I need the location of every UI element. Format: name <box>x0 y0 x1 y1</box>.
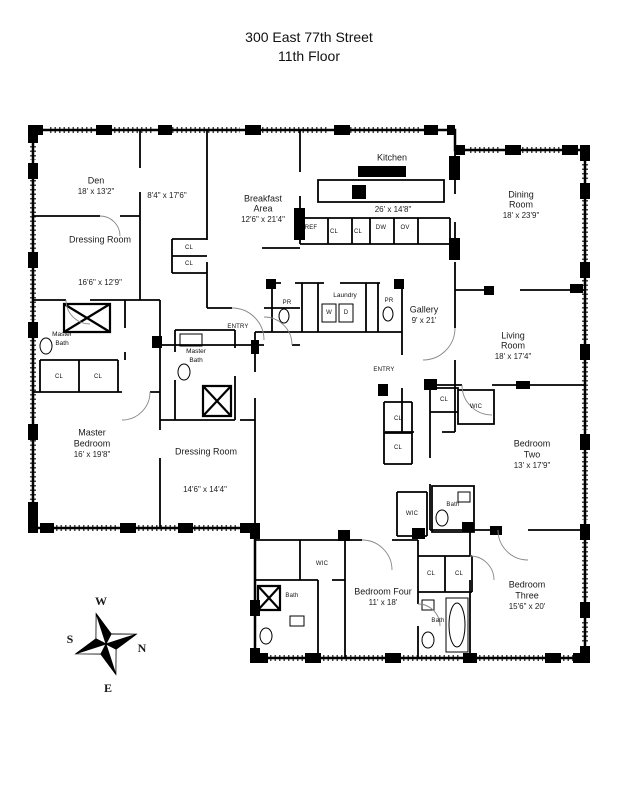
room-dims-breakfast: 12'6" x 21'4" <box>241 215 285 224</box>
room-label-living-1: Living <box>501 330 525 341</box>
label-cl-bedroom-four-2: CL <box>454 571 464 577</box>
label-cl-bedroom-two: CL <box>439 397 449 403</box>
label-washer: W <box>326 310 332 316</box>
room-dims-hall-room: 8'4" x 17'6" <box>147 191 187 200</box>
label-cl-top-1: CL <box>184 245 194 251</box>
exterior-walls <box>31 128 587 660</box>
room-dims-bedroom-two: 13' x 17'9" <box>513 461 551 470</box>
label-cl-kitchen-1: CL <box>329 229 339 235</box>
wall-columns <box>28 125 590 663</box>
label-wic-corridor: WIC <box>405 511 419 517</box>
door-swings <box>65 215 529 627</box>
room-label-master-bedroom-1: Master <box>78 427 106 438</box>
page-subtitle: 11th Floor <box>278 47 340 64</box>
label-cl-corridor-2: CL <box>393 445 403 451</box>
room-dims-master-bedroom: 16' x 19'8" <box>73 450 111 459</box>
room-dims-bedroom-four: 11' x 18' <box>368 598 398 607</box>
page-title: 300 East 77th Street <box>245 29 373 45</box>
compass-west: W <box>95 594 107 608</box>
room-label-bedroom-two-1: Bedroom <box>513 438 551 449</box>
room-dims-dining: 18' x 23'9" <box>502 211 540 220</box>
label-bath-middle: Bath <box>431 618 445 624</box>
label-cl-master-2: CL <box>93 374 103 380</box>
room-label-master-bath-left-1: Master <box>52 330 72 338</box>
window-hatching <box>30 127 588 661</box>
room-label-bedroom-three-2: Three <box>515 590 539 601</box>
label-pr-1: PR <box>282 300 292 306</box>
room-label-bedroom-two-2: Two <box>523 449 541 460</box>
room-label-living-2: Room <box>500 340 526 351</box>
room-label-dressing-upper: Dressing Room <box>68 234 132 245</box>
label-cl-bedroom-four-1: CL <box>426 571 436 577</box>
plumbing-fixtures <box>39 303 471 653</box>
label-cl-top-2: CL <box>184 261 194 267</box>
room-label-breakfast-1: Breakfast <box>243 193 283 204</box>
room-label-master-bath-center-1: Master <box>186 347 206 355</box>
room-label-kitchen: Kitchen <box>376 152 408 163</box>
label-entry-2: ENTRY <box>373 367 395 373</box>
room-dims-kitchen: 26' x 14'8" <box>374 205 412 214</box>
room-dims-dressing-upper: 16'6" x 12'9" <box>78 278 122 287</box>
label-entry-1: ENTRY <box>227 324 249 330</box>
label-wic-bedroom-two: WIC <box>469 404 483 410</box>
compass-rose <box>74 612 138 676</box>
room-label-master-bath-left-2: Bath <box>55 339 69 347</box>
room-label-master-bath-center-2: Bath <box>189 356 203 364</box>
room-label-den: Den <box>87 175 105 186</box>
label-ov: OV <box>400 225 410 231</box>
label-cl-kitchen-2: CL <box>353 229 363 235</box>
room-label-gallery: Gallery <box>409 304 439 315</box>
label-wic-left-block: WIC <box>315 561 329 567</box>
interior-walls <box>33 130 585 658</box>
label-dw: DW <box>375 225 387 231</box>
room-label-dining-2: Room <box>508 199 534 210</box>
label-ref: REF <box>304 225 318 231</box>
compass-north: N <box>137 641 147 655</box>
room-label-breakfast-2: Area <box>253 203 273 214</box>
compass-east: E <box>103 681 113 695</box>
room-dims-living: 18' x 17'4" <box>494 352 532 361</box>
label-cl-corridor-1: CL <box>393 416 403 422</box>
label-pr-2: PR <box>384 298 394 304</box>
room-dims-gallery: 9' x 21' <box>411 316 437 325</box>
page-title-block: 300 East 77th Street 11th Floor <box>0 28 618 66</box>
room-dims-den: 18' x 13'2" <box>77 187 115 196</box>
room-label-laundry: Laundry <box>333 291 357 299</box>
room-label-dining-1: Dining <box>508 189 534 200</box>
room-label-bedroom-three-1: Bedroom <box>508 579 546 590</box>
room-label-master-bedroom-2: Bedroom <box>73 438 111 449</box>
label-bath-left-block: Bath <box>285 593 299 599</box>
room-label-dressing-lower: Dressing Room <box>174 446 238 457</box>
room-dims-bedroom-three: 15'6" x 20' <box>508 602 546 611</box>
label-cl-master-1: CL <box>54 374 64 380</box>
label-dryer: D <box>343 310 349 316</box>
room-label-bedroom-four: Bedroom Four <box>354 586 412 597</box>
label-bath-bedroom-two: Bath <box>446 502 460 508</box>
compass-south: S <box>66 632 74 646</box>
room-dims-dressing-lower: 14'6" x 14'4" <box>183 485 227 494</box>
shower-boxes <box>62 302 282 612</box>
